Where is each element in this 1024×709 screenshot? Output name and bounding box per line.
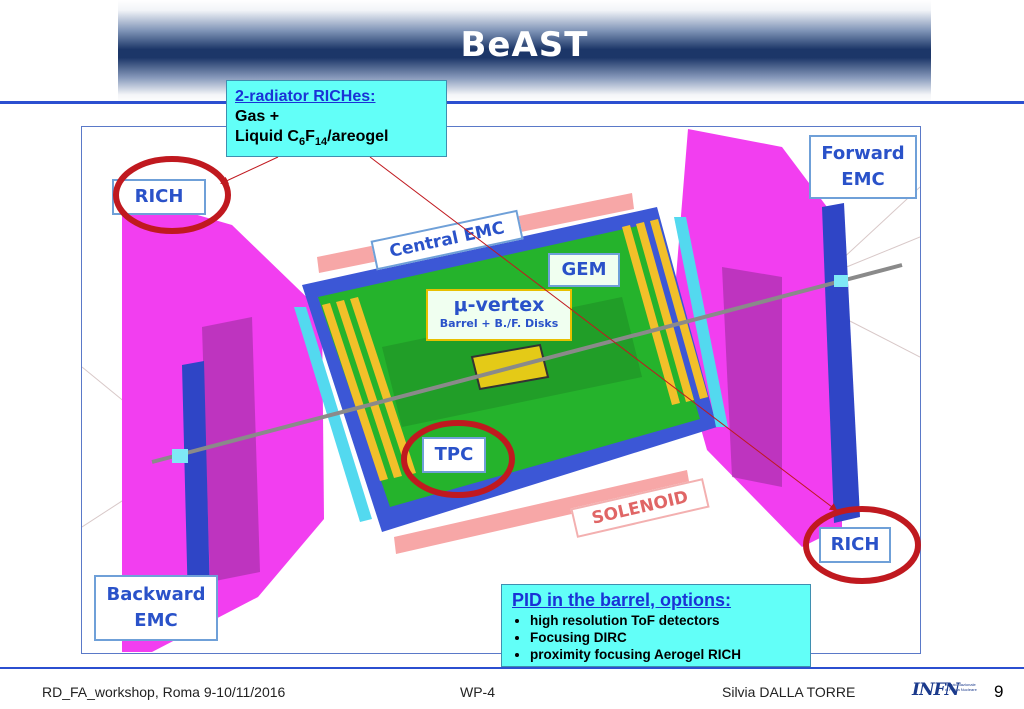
infn-logo: INFN Istituto Nazionale di Fisica Nuclea… [912, 677, 977, 705]
forward-emc-line2: EMC [841, 169, 885, 190]
radiator-line2: Gas + [235, 108, 280, 125]
radiator-line3: Liquid C6F14/areogel [235, 128, 389, 149]
slide-title: BeAST [460, 25, 589, 65]
list-item: high resolution ToF detectors [530, 612, 800, 629]
vertex-line2: Barrel + B./F. Disks [439, 317, 559, 330]
rich-left-label: RICH [112, 179, 206, 215]
forward-emc-label: Forward EMC [809, 135, 917, 199]
footer-event: RD_FA_workshop, Roma 9-10/11/2016 [42, 684, 286, 700]
infn-logo-mark: INFN [912, 680, 960, 700]
backward-emc-label: Backward EMC [94, 575, 218, 641]
radiator-callout: 2-radiator RICHes: Gas + Liquid C6F14/ar… [226, 80, 447, 157]
list-item: Focusing DIRC [530, 629, 800, 646]
footer-rule [0, 667, 1024, 669]
hit-cluster-left [172, 449, 188, 463]
pid-options-list: high resolution ToF detectors Focusing D… [512, 612, 800, 663]
page-number: 9 [994, 682, 1004, 701]
backward-emc-line2: EMC [134, 610, 178, 631]
footer-author: Silvia DALLA TORRE [722, 684, 856, 700]
title-underline [0, 101, 1024, 104]
backward-emc-slab [182, 361, 210, 605]
detector-figure: RICH Forward EMC Backward EMC Central EM… [81, 126, 921, 654]
footer-workpackage: WP-4 [460, 684, 495, 700]
backward-rich-inner [202, 317, 260, 582]
infn-logo-text: Istituto Nazionale di Fisica Nucleare [945, 682, 977, 692]
backward-emc-line1: Backward [106, 584, 206, 605]
rich-right-label: RICH [819, 527, 891, 563]
vertex-label: μ-vertex Barrel + B./F. Disks [426, 289, 572, 341]
vertex-line1: μ-vertex [453, 294, 545, 316]
list-item: proximity focusing Aerogel RICH [530, 646, 800, 663]
hit-cluster-right [834, 275, 848, 287]
pid-callout: PID in the barrel, options: high resolut… [501, 584, 811, 667]
tpc-label: TPC [422, 437, 486, 473]
pid-title: PID in the barrel, options: [512, 590, 732, 610]
radiator-title: 2-radiator RICHes: [235, 88, 376, 105]
gem-label: GEM [548, 253, 620, 287]
forward-emc-line1: Forward [821, 143, 905, 164]
